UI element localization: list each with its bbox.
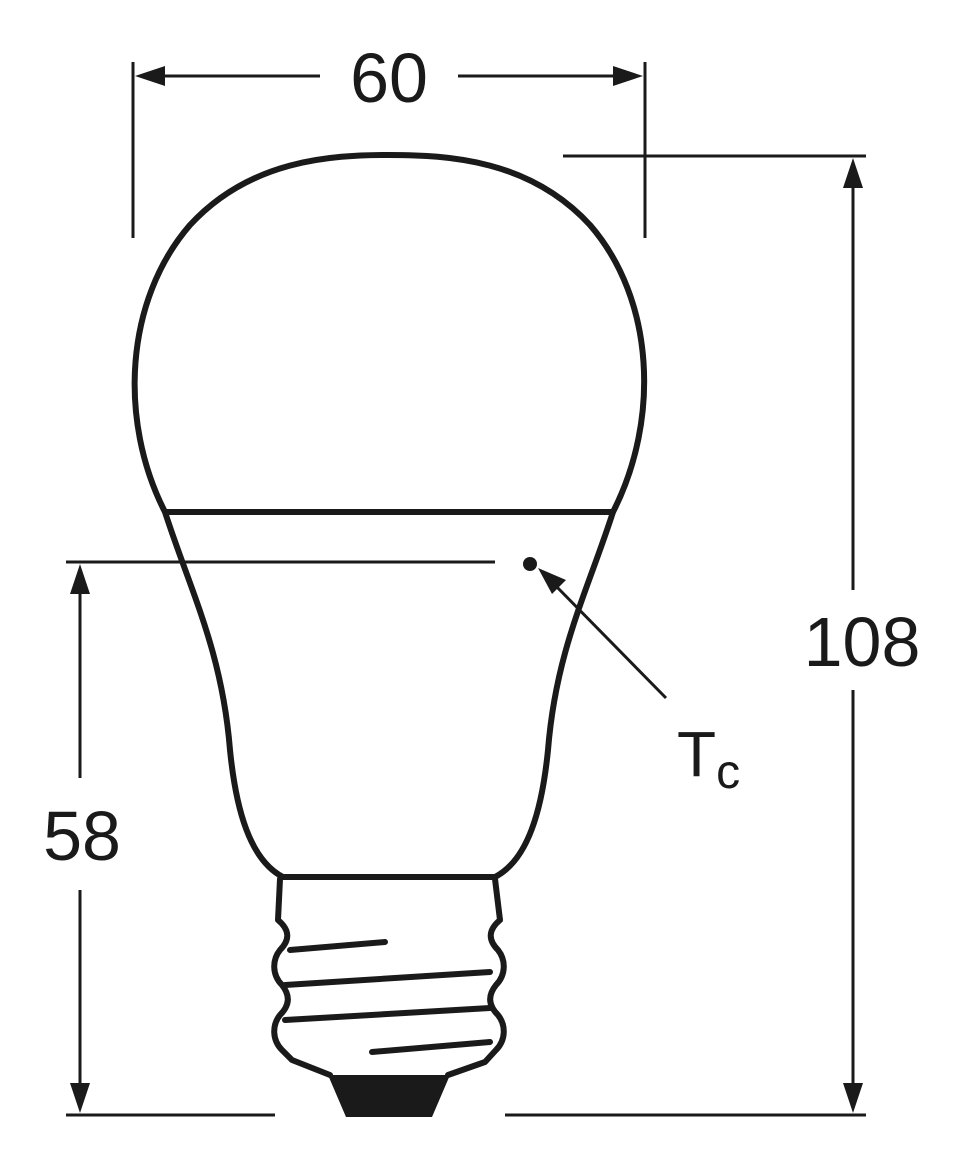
width-dimension-label: 60 (350, 39, 428, 117)
tc-arrow-top (70, 564, 90, 594)
thread-line (287, 939, 388, 953)
bulb-outline (131, 152, 648, 880)
base-contact (328, 1075, 450, 1117)
tc-leader-arrow (538, 568, 566, 594)
tc-label: Tc (677, 718, 740, 799)
height-arrow-top (843, 158, 863, 188)
tc-height-dimension-label: 58 (43, 797, 121, 875)
tc-label-main: T (677, 718, 716, 790)
width-arrow-left (135, 66, 165, 86)
tc-arrow-bottom (70, 1083, 90, 1113)
tc-label-sub: c (716, 746, 740, 799)
width-arrow-right (613, 66, 643, 86)
thread-line (282, 1005, 493, 1023)
height-arrow-bottom (843, 1083, 863, 1113)
tc-point (523, 557, 537, 571)
thread-line (369, 1039, 493, 1055)
height-dimension-label: 108 (804, 603, 921, 681)
thread-line (282, 969, 493, 988)
tc-leader-line (550, 580, 668, 700)
